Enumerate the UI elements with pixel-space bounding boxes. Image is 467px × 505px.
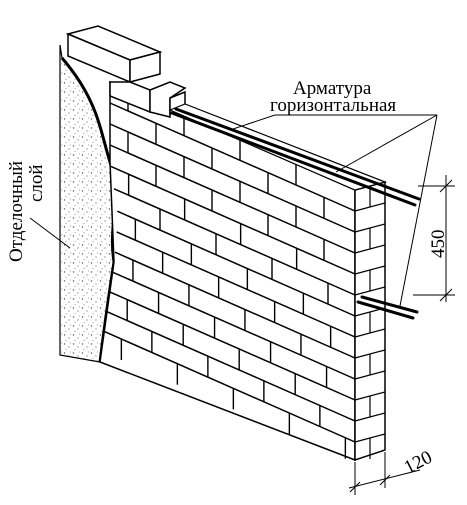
dimension-450 <box>413 175 455 302</box>
rebar-top <box>170 107 421 207</box>
finish-layer-label-line2: слой <box>26 164 47 202</box>
mortar-joint <box>114 251 356 359</box>
mortar-joint <box>354 286 386 296</box>
finish-layer-leader <box>29 217 71 249</box>
mortar-joint <box>354 202 386 212</box>
rebar-label-line2: горизонтальная <box>270 95 396 116</box>
dimension-120 <box>348 452 421 495</box>
brick-courses <box>103 81 356 459</box>
mortar-joint <box>109 144 356 254</box>
mortar-joint <box>103 330 356 443</box>
mortar-joint <box>354 328 386 338</box>
mortar-joint <box>112 271 356 380</box>
mortar-joint <box>105 310 356 422</box>
wall-face <box>99 80 356 462</box>
mortar-joint <box>109 102 356 212</box>
mortar-joint <box>354 370 386 380</box>
rebar-spacing-label: 450 <box>428 230 449 259</box>
mortar-joint <box>113 188 356 296</box>
finish-layer-label-line1: Отделочный <box>6 161 27 262</box>
rebar-leaders <box>229 114 438 307</box>
mortar-joint <box>116 231 356 338</box>
mortar-joint <box>354 412 386 422</box>
rebar-label-line1: Арматура <box>293 78 372 99</box>
mortar-joint <box>110 165 356 275</box>
mortar-joint <box>109 123 356 233</box>
mortar-joint <box>117 210 356 317</box>
rebar-bottom <box>356 295 419 320</box>
mortar-joint <box>108 290 356 401</box>
mortar-joint <box>354 244 386 254</box>
